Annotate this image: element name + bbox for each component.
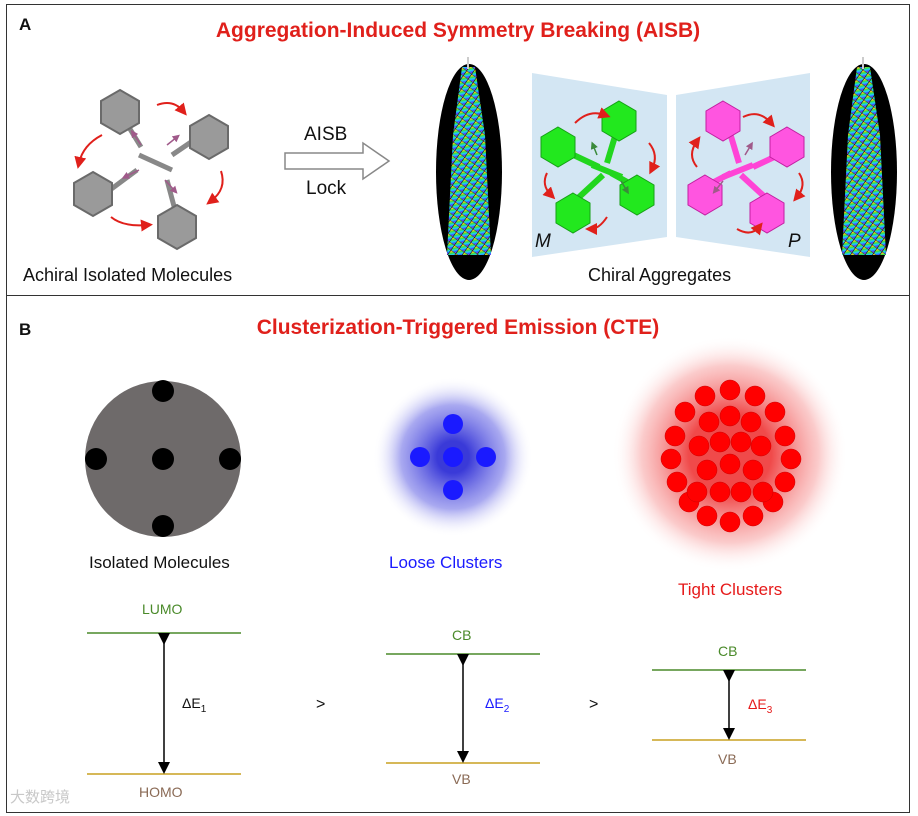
watermark: 大数跨境 [10,789,71,806]
loose-caption: Loose Clusters [389,553,503,572]
vb3-label: VB [718,751,737,767]
panel-a: A Aggregation-Induced Symmetry Breaking … [6,4,910,296]
delta-e2-label: ΔE2 [485,695,510,715]
panel-a-title: Aggregation-Induced Symmetry Breaking (A… [215,19,701,42]
cb3-label: CB [718,643,738,659]
achiral-ring-bottom-left [73,170,113,218]
delta-e3-label: ΔE3 [748,696,773,716]
panel-b: B Clusterization-Triggered Emission (CTE… [6,295,910,813]
isolated-molecules-diagram [85,380,241,537]
tight-clusters-diagram [612,336,848,572]
delta-e1-label: ΔE1 [182,695,207,715]
energy-diagram-1 [87,632,241,775]
greater-than-1: > [316,696,326,713]
panel-a-label: A [19,15,32,34]
vb2-label: VB [452,771,471,787]
tight-caption: Tight Clusters [678,580,783,599]
aisb-arrow [284,141,391,181]
loose-clusters-diagram [373,377,533,537]
lumo-label: LUMO [142,601,183,617]
achiral-caption: Achiral Isolated Molecules [23,265,233,285]
tower-left [436,57,502,280]
panel-b-label: B [19,320,32,339]
achiral-ring-top-left [100,88,140,136]
tower-right [831,57,897,280]
m-label: M [535,231,551,252]
greater-than-2: > [589,696,599,713]
lock-arrow-label: Lock [306,178,347,199]
achiral-molecule [73,88,229,251]
aisb-arrow-label: AISB [304,124,348,145]
isolated-caption: Isolated Molecules [89,553,230,572]
chiral-caption: Chiral Aggregates [588,265,732,285]
panel-b-title: Clusterization-Triggered Emission (CTE) [256,316,660,339]
energy-diagram-3 [652,669,806,741]
energy-diagram-2 [386,653,540,764]
homo-label: HOMO [139,784,183,800]
achiral-ring-top-right [189,113,229,161]
m-enantiomer [532,73,667,257]
cte-figure [85,336,848,775]
cb2-label: CB [452,627,472,643]
p-label: P [788,231,801,252]
aisb-figure [73,57,897,280]
p-enantiomer [676,73,810,257]
achiral-ring-bottom-right [157,203,197,251]
